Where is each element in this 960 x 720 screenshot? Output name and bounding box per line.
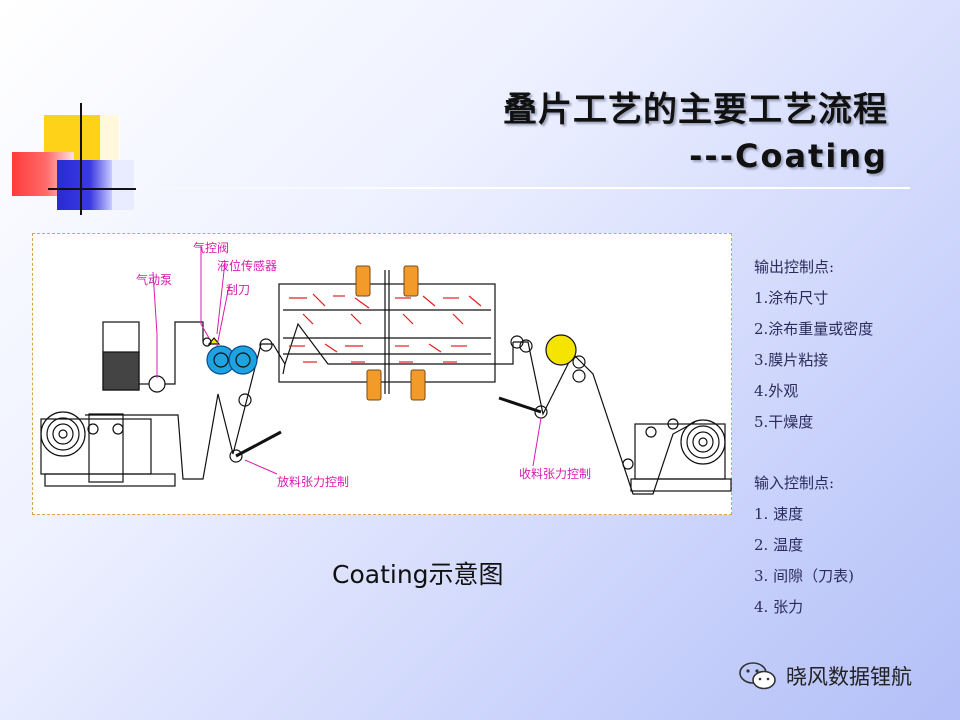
heater-top-1 xyxy=(355,265,371,297)
input-point-item: 4. 张力 xyxy=(754,598,804,616)
label-blade: 刮刀 xyxy=(226,283,250,297)
decor-vertical-line xyxy=(80,103,82,215)
heater-top-2 xyxy=(403,265,419,297)
unwind-frame xyxy=(88,413,124,483)
label-unwind-tension: 放料张力控制 xyxy=(277,474,349,489)
coating-diagram: 气动泵 气控阀 液位传感器 刮刀 放料张力控制 收料张力控制 xyxy=(32,233,732,515)
output-point-item: 3.膜片粘接 xyxy=(754,351,829,369)
drying-oven xyxy=(278,283,496,383)
slide-subtitle: ---Coating xyxy=(689,137,888,175)
decor-square-white xyxy=(100,115,120,160)
coating-roller-2 xyxy=(228,345,258,375)
decor-horizontal-line xyxy=(48,188,136,190)
slurry-level xyxy=(102,351,140,391)
guide-roller-2 xyxy=(238,393,252,407)
unwind-reel xyxy=(40,411,86,457)
label-valve: 气控阀 xyxy=(193,240,229,255)
rewind-reel xyxy=(680,419,726,465)
tension-roller xyxy=(229,449,243,463)
input-point-item: 2. 温度 xyxy=(754,536,804,554)
wechat-icon xyxy=(739,662,776,690)
guide-roller-1 xyxy=(259,338,273,352)
coating-diagram-svg: 气动泵 气控阀 液位传感器 刮刀 放料张力控制 收料张力控制 xyxy=(40,240,732,495)
control-points-panel: 输出控制点: 1.涂布尺寸 2.涂布重量或密度 3.膜片粘接 4.外观 5.干燥… xyxy=(754,252,873,623)
brand-watermark: 晓风数据锂航 xyxy=(738,660,912,692)
output-point-item: 1.涂布尺寸 xyxy=(754,289,829,307)
pump xyxy=(148,375,166,393)
airflow-arrows xyxy=(289,293,482,363)
heater-bottom-1 xyxy=(366,369,382,401)
output-point-item: 4.外观 xyxy=(754,382,799,400)
title-block: 叠片工艺的主要工艺流程 ---Coating xyxy=(503,82,888,175)
diagram-caption: Coating示意图 xyxy=(332,560,504,589)
rewind-machine-body xyxy=(634,423,726,480)
decor-square-pale xyxy=(112,160,134,210)
output-points-heading: 输出控制点: xyxy=(754,258,835,276)
title-rule xyxy=(120,187,910,189)
brand-name: 晓风数据锂航 xyxy=(786,665,912,689)
section-spacer xyxy=(754,438,873,468)
decor-square-blue xyxy=(57,160,112,210)
slide-title: 叠片工艺的主要工艺流程 xyxy=(503,90,888,130)
output-point-item: 2.涂布重量或密度 xyxy=(754,320,874,338)
input-point-item: 1. 速度 xyxy=(754,505,804,523)
unwind-machine-base xyxy=(44,473,176,487)
heater-bottom-2 xyxy=(410,369,426,401)
output-point-item: 5.干燥度 xyxy=(754,413,814,431)
unwind-machine-body xyxy=(40,418,152,475)
unwind-idler xyxy=(87,423,99,435)
rewind-machine-base xyxy=(630,478,732,492)
label-pump: 气动泵 xyxy=(136,272,172,287)
label-level-sensor: 液位传感器 xyxy=(217,258,277,273)
input-point-item: 3. 间隙（刀表) xyxy=(754,567,854,585)
drive-roller-yellow xyxy=(545,334,577,366)
input-points-heading: 输入控制点: xyxy=(754,474,835,492)
guide-roller-3 xyxy=(510,335,524,349)
label-rewind-tension: 收料张力控制 xyxy=(519,467,591,481)
